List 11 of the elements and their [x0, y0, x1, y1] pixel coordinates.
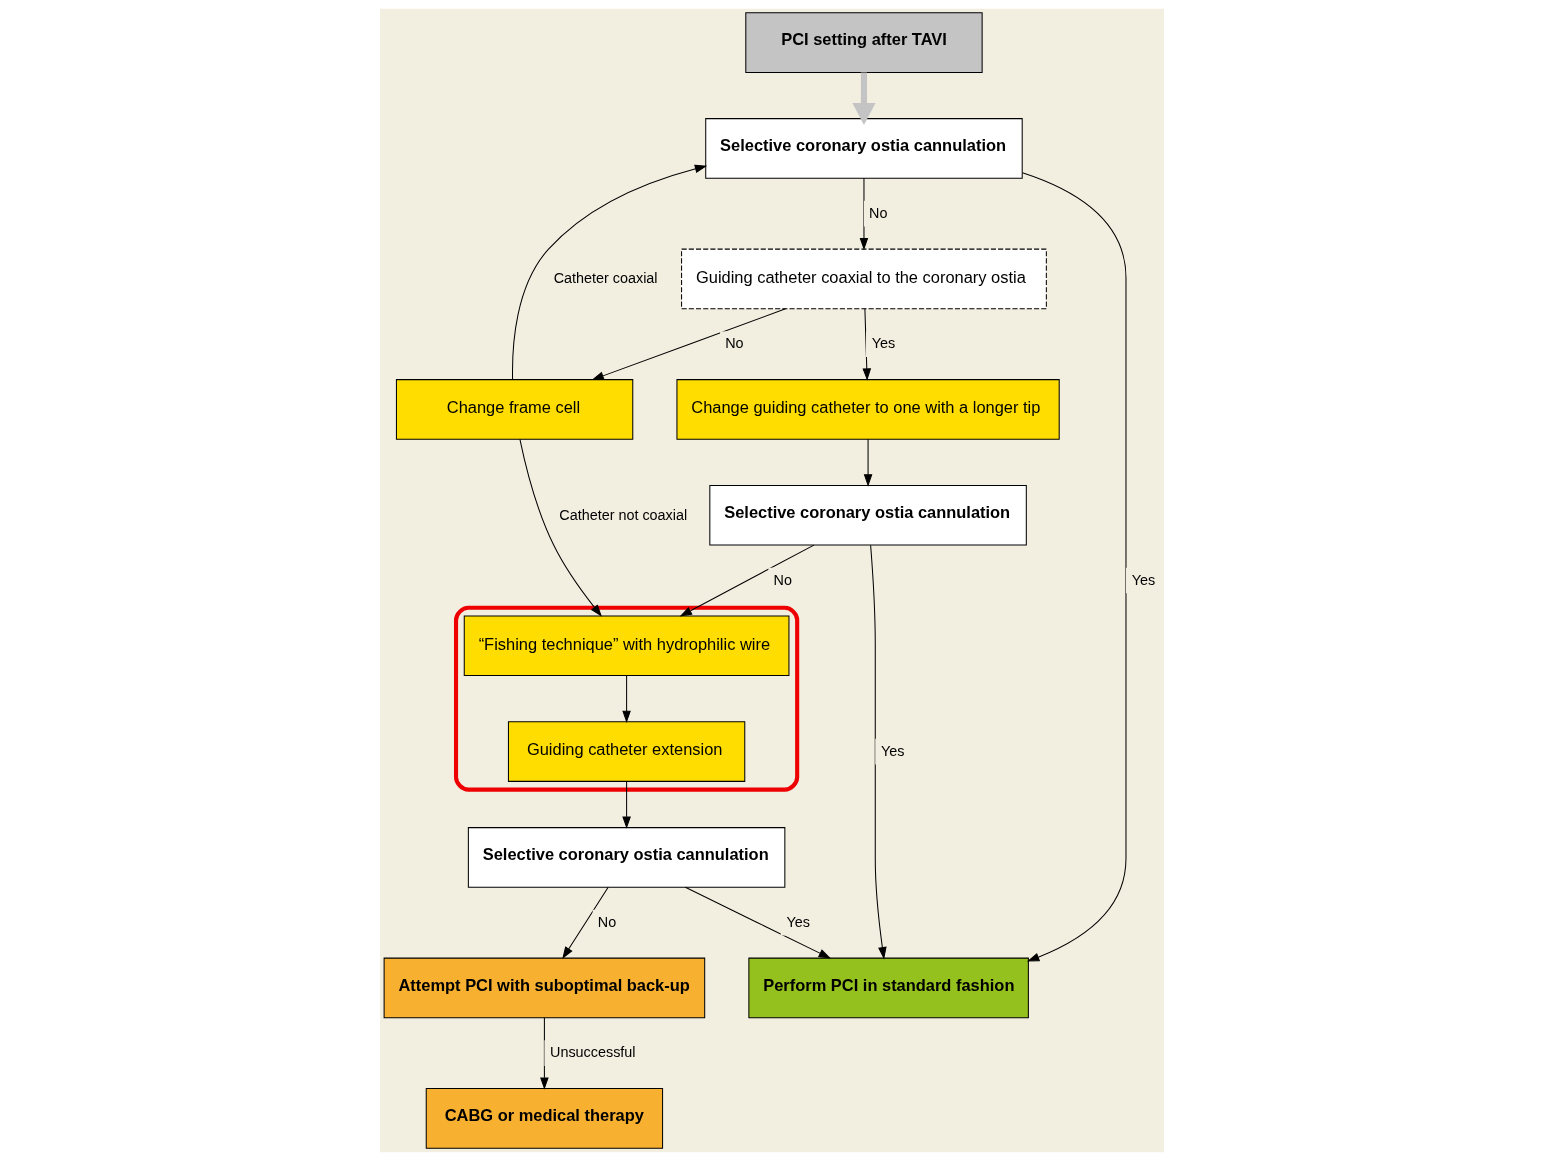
edge-label: No	[869, 204, 888, 221]
edge-label: Yes	[786, 913, 810, 930]
edge-label: Catheter not coaxial	[559, 506, 688, 523]
edge-label: Yes	[871, 335, 896, 352]
edge-label: Yes	[880, 742, 905, 759]
edge-label: Unsuccessful	[550, 1044, 636, 1061]
edge-label: No	[725, 335, 744, 352]
edge-label: No	[773, 571, 792, 588]
edge-label: Yes	[1131, 571, 1156, 588]
edge-label: Catheter coaxial	[553, 270, 658, 287]
edge-label: No	[597, 913, 617, 930]
